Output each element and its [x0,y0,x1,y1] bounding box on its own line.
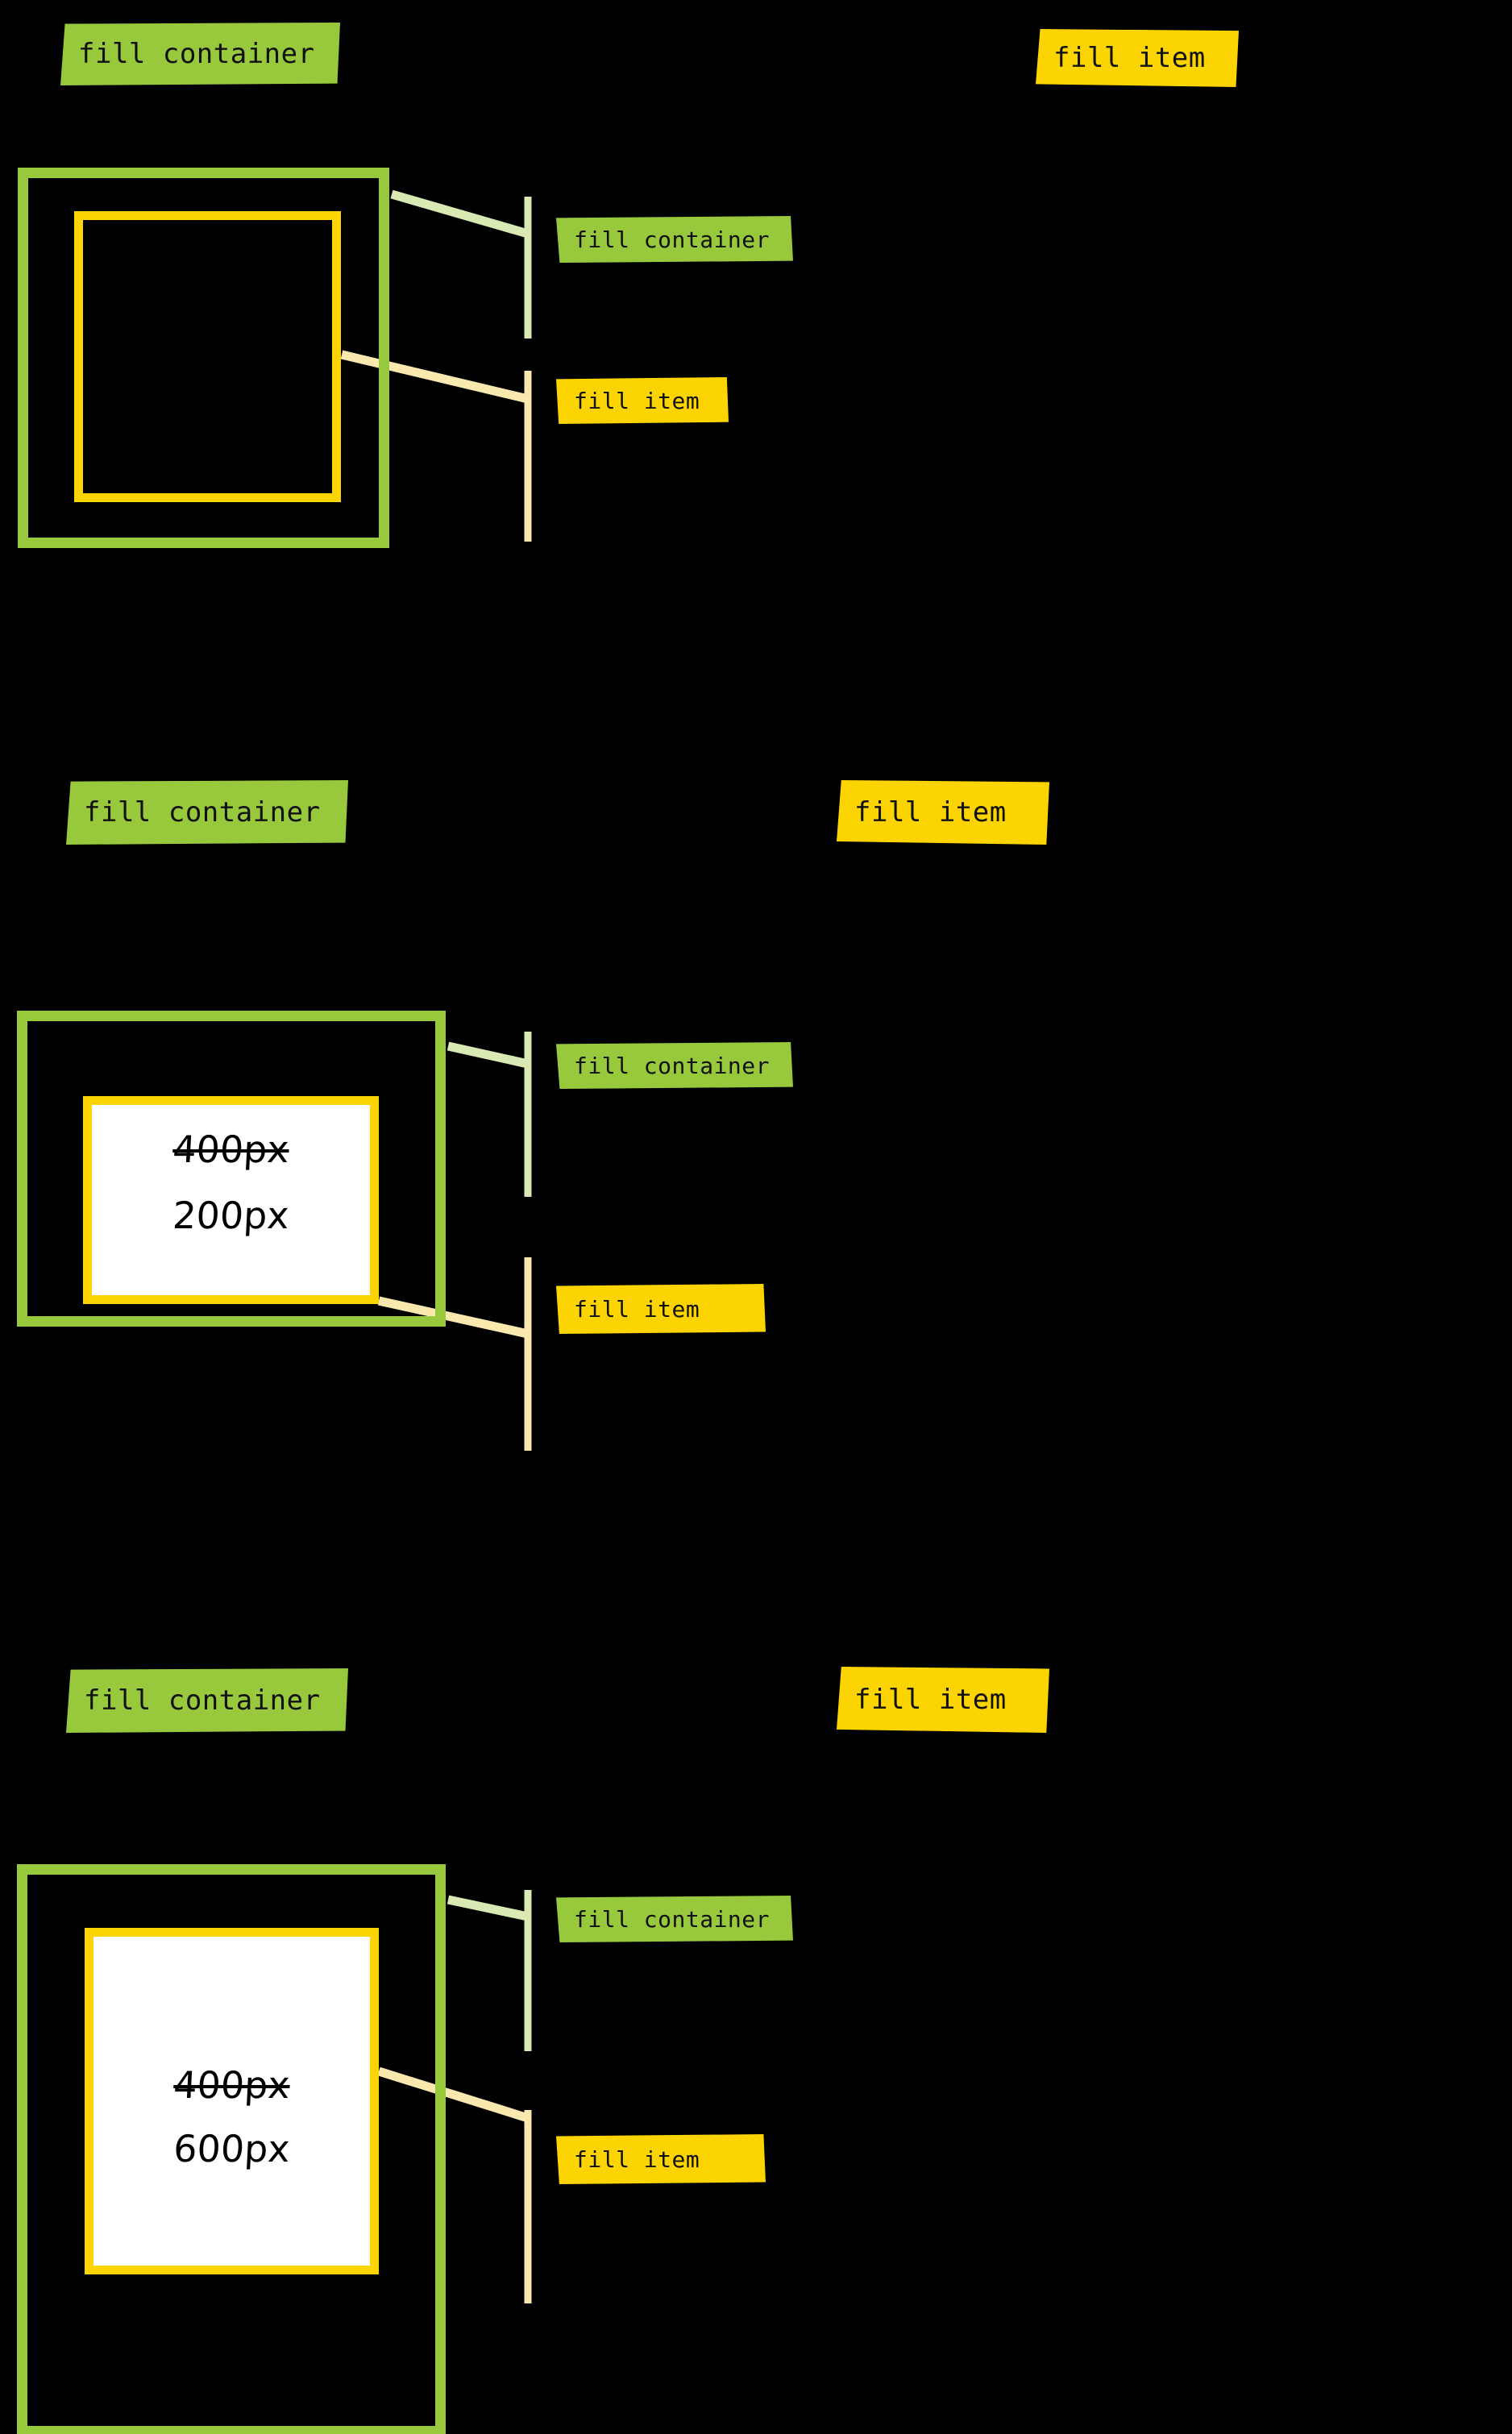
fill-container-box-3 [17,1864,446,2434]
section-header-item-2-label: fill item [854,796,1007,829]
fill-container-box-1 [18,168,389,548]
callout-container-2-label: fill container [574,1052,771,1079]
section-header-container-1: fill container [60,23,340,85]
section-header-container-1-label: fill container [78,38,315,70]
leader-line-container-3 [447,1895,530,1921]
callout-container-2: fill container [556,1042,793,1089]
callout-container-3-label: fill container [574,1905,771,1933]
callout-item-1: fill item [556,377,729,424]
section-header-container-2: fill container [66,780,348,845]
item-old-size-2: 400px [171,1128,291,1171]
section-header-item-1-label: fill item [1053,42,1206,74]
section-header-item-1: fill item [1036,29,1239,87]
callout-item-2: fill item [556,1284,766,1334]
callout-container-3: fill container [556,1896,793,1942]
callout-container-1-label: fill container [574,226,771,253]
callout-item-3: fill item [556,2134,766,2184]
section-header-container-2-label: fill container [84,796,321,829]
section-header-item-3: fill item [837,1667,1049,1733]
fill-item-box-3: 400px 600px [85,1928,379,2274]
section-header-container-3-label: fill container [84,1684,321,1717]
callout-item-2-label: fill item [574,1295,700,1323]
fill-item-box-2: 400px 200px [83,1096,379,1304]
section-header-item-2: fill item [837,780,1049,845]
item-new-size-2: 200px [171,1194,291,1237]
callout-item-1-label: fill item [574,387,700,414]
section-header-container-3: fill container [66,1668,348,1733]
section-header-item-3-label: fill item [854,1684,1007,1716]
leader-line-container-1 [390,189,530,239]
fill-container-box-2 [17,1011,446,1327]
leader-line-container-2 [447,1041,530,1069]
callout-container-1: fill container [556,216,793,263]
item-old-size-3: 400px [172,2063,292,2107]
item-new-size-3: 600px [172,2127,292,2170]
fill-item-box-1 [74,211,341,502]
callout-item-3-label: fill item [574,2145,700,2173]
